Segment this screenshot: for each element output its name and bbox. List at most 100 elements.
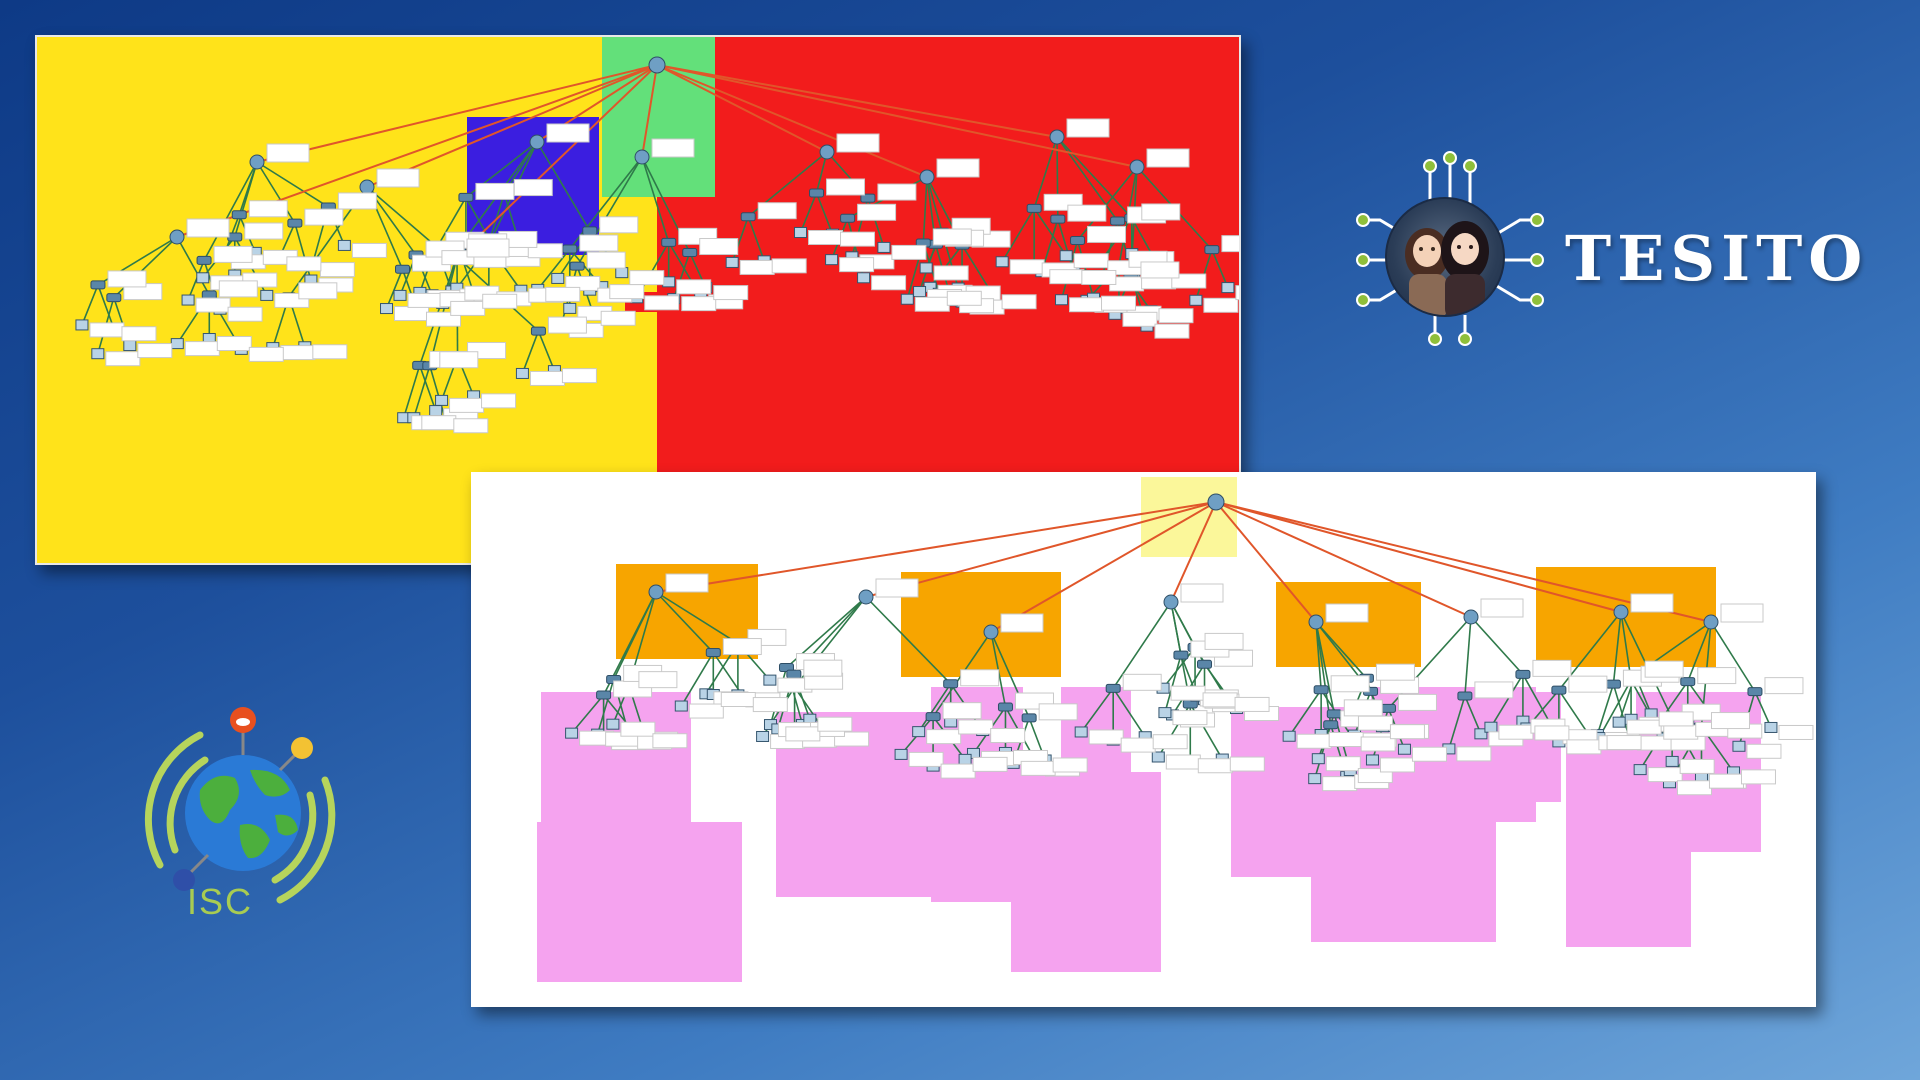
lan-link — [1056, 136, 1119, 222]
lan-link — [1164, 654, 1182, 713]
switch-icon — [196, 255, 212, 265]
node-label — [546, 123, 590, 143]
node-label — [450, 300, 486, 316]
lan-link — [537, 330, 556, 371]
wan-link — [256, 64, 658, 163]
node-label — [1122, 311, 1158, 327]
pc-icon — [756, 730, 770, 742]
zone-pink-1 — [541, 692, 691, 842]
node-label — [1357, 715, 1393, 731]
lan-link — [1620, 611, 1632, 681]
lan-link — [1710, 621, 1756, 693]
node-label — [1343, 699, 1383, 717]
node-label — [1052, 757, 1088, 773]
node-label — [665, 573, 709, 593]
network-topology-vlan — [471, 472, 1816, 1007]
pc-icon — [857, 272, 871, 284]
wan-link — [656, 64, 1058, 138]
lan-link — [1464, 695, 1482, 735]
lan-link — [429, 365, 447, 421]
pc-icon — [615, 267, 629, 279]
node-label — [394, 306, 430, 322]
router-icon — [1129, 159, 1145, 175]
node-label — [1411, 746, 1447, 762]
node-label — [638, 671, 678, 689]
switch-icon — [458, 192, 474, 202]
node-label — [817, 716, 853, 732]
lan-link — [1170, 601, 1182, 656]
lan-link — [926, 176, 943, 233]
switch-icon — [1070, 235, 1086, 245]
lan-link — [1470, 616, 1524, 675]
pc-icon — [1633, 764, 1647, 776]
node-label — [1626, 719, 1662, 735]
switch-icon — [1204, 245, 1220, 255]
node-label — [839, 257, 875, 273]
node-label — [1202, 692, 1238, 708]
node-label — [1101, 295, 1137, 311]
node-label — [1122, 673, 1162, 691]
node-label — [248, 200, 288, 218]
node-label — [651, 138, 695, 158]
pc-icon — [1059, 250, 1073, 262]
node-label — [722, 638, 762, 656]
lan-link — [1033, 207, 1067, 257]
pc-icon — [1221, 282, 1235, 294]
node-label — [1009, 259, 1045, 275]
lan-link — [1448, 695, 1466, 750]
lan-link — [97, 284, 115, 329]
node-label — [1067, 204, 1107, 222]
lan-link — [418, 256, 458, 366]
lan-link — [536, 141, 591, 232]
node-label — [720, 692, 756, 708]
node-label — [337, 192, 377, 210]
lan-link — [366, 186, 437, 247]
node-label — [1360, 736, 1396, 752]
switch-icon — [1105, 683, 1121, 693]
node-label — [1154, 323, 1190, 339]
node-label — [946, 290, 982, 306]
lan-link — [1112, 687, 1146, 738]
lan-link — [680, 652, 714, 707]
node-label — [699, 238, 739, 256]
switch-icon — [661, 237, 677, 247]
lan-link — [1598, 679, 1632, 738]
lan-link — [238, 161, 258, 216]
node-label — [771, 258, 807, 274]
lan-link — [1162, 646, 1196, 689]
wan-link — [1215, 501, 1622, 613]
router-icon — [983, 624, 999, 640]
switch-icon — [925, 712, 941, 722]
node-label — [107, 270, 147, 288]
pc-icon — [1189, 294, 1203, 306]
pc-icon — [1764, 721, 1778, 733]
lan-link — [569, 156, 643, 250]
node-label — [676, 279, 712, 295]
lan-link — [865, 596, 952, 685]
pc-icon — [763, 674, 777, 686]
lan-link — [1315, 621, 1332, 725]
wan-link — [366, 64, 658, 188]
node-label — [1020, 760, 1056, 776]
node-label — [312, 344, 348, 360]
node-label — [1221, 235, 1239, 253]
pc-icon — [1158, 707, 1172, 719]
lan-link — [537, 248, 571, 290]
node-label — [1498, 724, 1534, 740]
node-label — [1001, 294, 1037, 310]
pc-icon — [1055, 294, 1069, 306]
lan-link — [799, 192, 818, 233]
node-label — [513, 179, 553, 197]
node-label — [1296, 733, 1332, 749]
circuit-frame-icon — [1356, 151, 1544, 346]
switch-icon — [1680, 677, 1696, 687]
node-label — [1379, 757, 1415, 773]
lan-link — [418, 365, 437, 411]
lan-link — [918, 683, 952, 733]
lan-link — [1076, 240, 1095, 299]
pc-icon — [674, 700, 688, 712]
lan-link — [1080, 687, 1114, 733]
node-label — [757, 202, 797, 220]
pc-icon — [1074, 726, 1088, 738]
node-label — [466, 238, 510, 258]
